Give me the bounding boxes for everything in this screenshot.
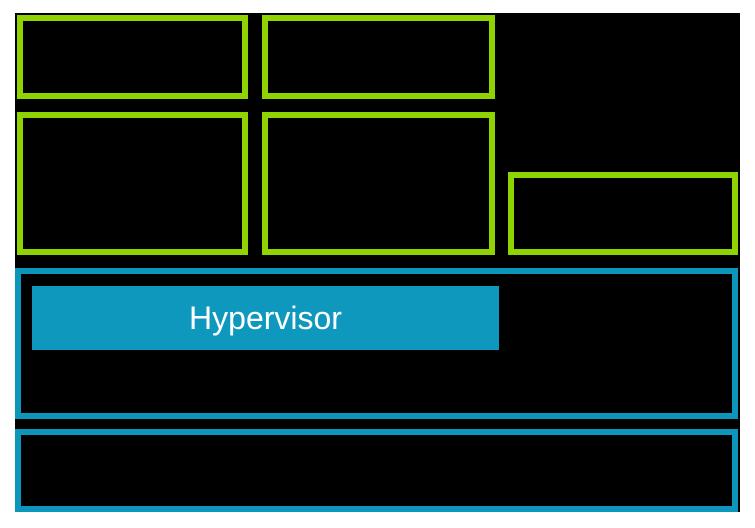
hardware-layer-box bbox=[15, 429, 738, 512]
vm-box-middle-center bbox=[262, 112, 495, 255]
vm-box-top-left bbox=[17, 15, 248, 99]
hypervisor-layer-box bbox=[15, 268, 738, 419]
vm-box-right bbox=[508, 172, 738, 255]
vm-box-top-middle bbox=[262, 15, 495, 99]
vm-box-middle-left bbox=[17, 112, 248, 255]
hypervisor-label-box: Hypervisor bbox=[32, 286, 499, 350]
hypervisor-label: Hypervisor bbox=[189, 300, 342, 336]
